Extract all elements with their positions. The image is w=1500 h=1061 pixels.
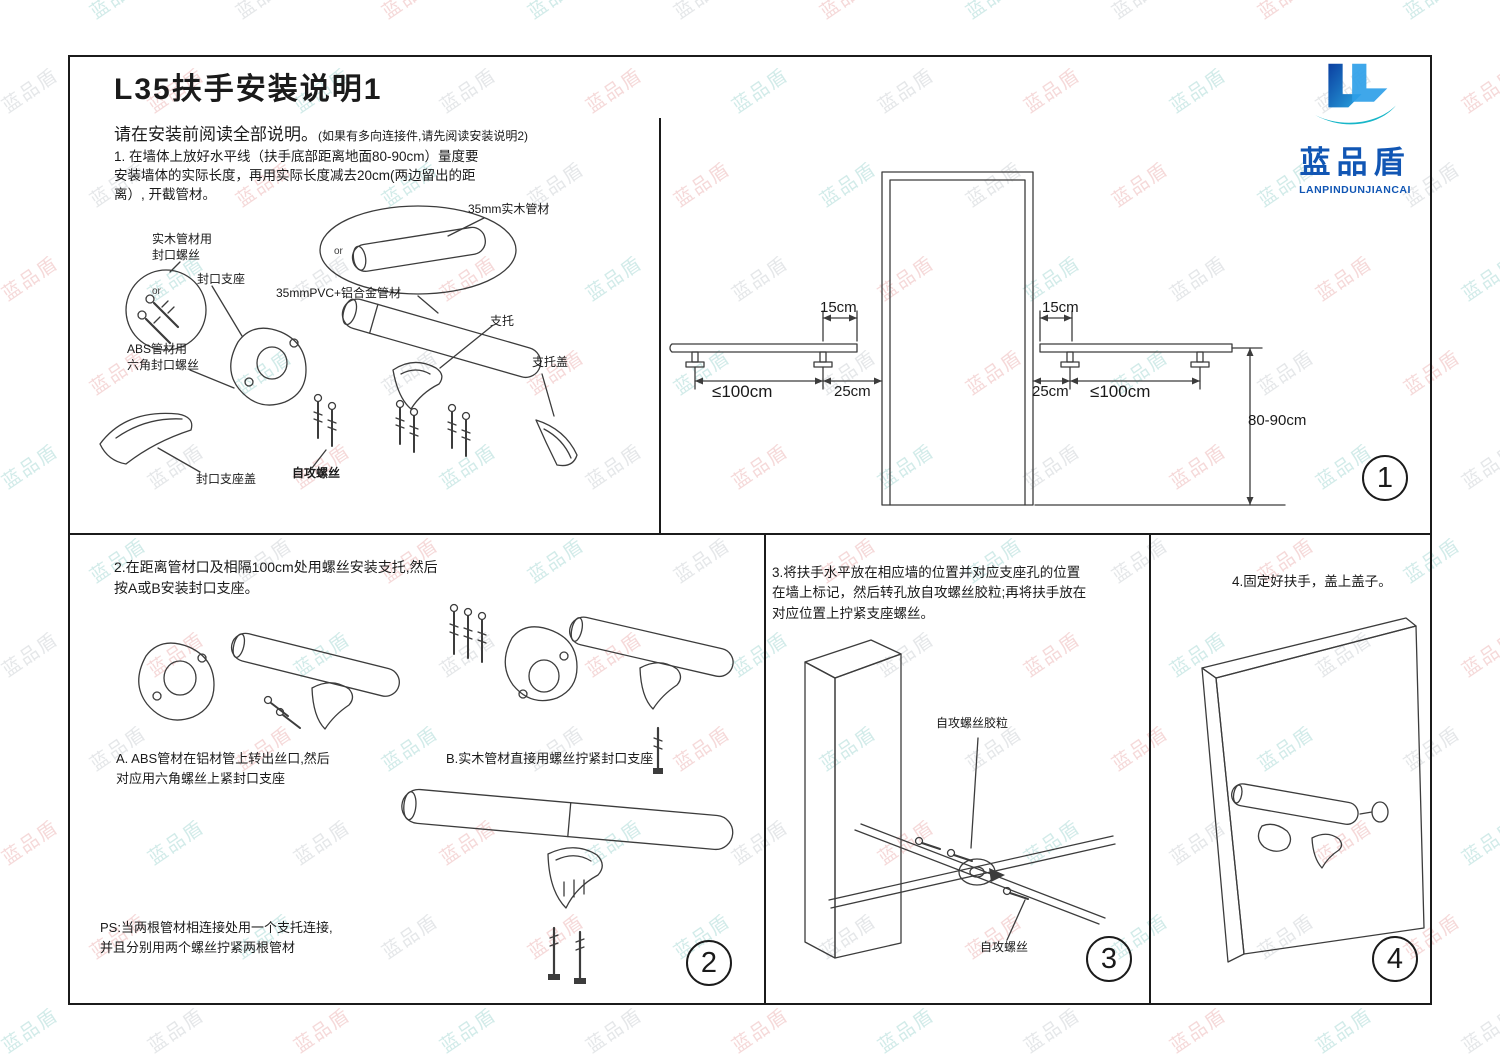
detail-balloon-large bbox=[319, 205, 517, 295]
seal-bracket-drawing bbox=[230, 327, 307, 406]
divider-horizontal bbox=[68, 533, 1432, 535]
handrail-left-drawing bbox=[669, 343, 858, 353]
joint-support-drawing bbox=[547, 847, 603, 909]
label-anchor-plug: 自攻螺丝胶粒 bbox=[936, 716, 1009, 730]
step-number-1: 1 bbox=[1376, 461, 1394, 494]
intro-paragraph: 1. 在墙体上放好水平线（扶手底部距离地面80-90cm）量度要 安装墙体的实际… bbox=[114, 149, 479, 203]
tapping-screws-drawing bbox=[313, 393, 471, 457]
handrail-cross-drawing bbox=[828, 823, 1116, 925]
step-number-4: 4 bbox=[1386, 942, 1404, 975]
step-number-3: 3 bbox=[1100, 942, 1118, 975]
brand-name: 蓝品盾 bbox=[1299, 145, 1411, 180]
screw-b2-drawing bbox=[653, 726, 663, 770]
dim-100cm-left: ≤100cm bbox=[712, 382, 773, 401]
dim-15cm-left: 15cm bbox=[820, 299, 857, 316]
step4-text: 4.固定好扶手，盖上盖子。 bbox=[1232, 574, 1392, 589]
support-a-drawing bbox=[311, 682, 354, 730]
parts-exploded-drawing: or or bbox=[99, 205, 578, 473]
dim-100cm-right: ≤100cm bbox=[1090, 382, 1151, 401]
cover-cap-drawing bbox=[1359, 801, 1389, 823]
part-label-support-cover: 支托盖 bbox=[532, 355, 569, 369]
step-marker-2: 2 bbox=[686, 940, 732, 986]
wall-brackets-drawing bbox=[685, 351, 1210, 368]
part-label-alloy-tube: 35mmPVC+铝合金管材 bbox=[276, 286, 402, 300]
screws-drawing bbox=[914, 836, 1029, 900]
step3-drawing bbox=[804, 639, 1116, 959]
part-label-wood-tube: 35mm实木管材 bbox=[468, 202, 550, 216]
screw-heads bbox=[548, 768, 663, 984]
page-title: L35扶手安装说明1 bbox=[114, 73, 383, 106]
support-drawing bbox=[392, 361, 443, 410]
bracket-a-drawing bbox=[138, 642, 215, 721]
ps-note: PS:当两根管材相连接处用一个支托连接, 并且分别用两个螺丝拧紧两根管材 bbox=[100, 920, 333, 955]
divider-vertical-bottom-1 bbox=[764, 535, 766, 1005]
arrow-marker bbox=[989, 868, 1005, 882]
handrail-right-drawing bbox=[1039, 343, 1233, 353]
dim-25cm-left: 25cm bbox=[834, 383, 871, 400]
step-marker-1: 1 bbox=[1362, 455, 1408, 501]
caption-a: A. ABS管材在铝材管上转出丝口,然后 对应用六角螺丝上紧封口支座 bbox=[116, 751, 330, 786]
dim-height: 80-90cm bbox=[1248, 412, 1307, 429]
divider-vertical-bottom-2 bbox=[1149, 535, 1151, 1005]
bracket-drawing bbox=[1257, 823, 1292, 852]
dimension-arrows bbox=[695, 314, 1254, 505]
step2-text: 2.在距离管材口及相隔100cm处用螺丝安装支托,然后 按A或B安装封口支座。 bbox=[114, 559, 438, 596]
step3-text: 3.将扶手水平放在相应墙的位置并对应支座孔的位置 在墙上标记，然后转孔放自攻螺丝… bbox=[772, 565, 1087, 621]
bracket-b-drawing bbox=[504, 626, 578, 702]
intro-note: (如果有多向连接件,请先阅读安装说明2) bbox=[318, 129, 529, 143]
wall-slab-drawing bbox=[804, 639, 902, 959]
dim-15cm-right: 15cm bbox=[1042, 299, 1079, 316]
part-label-seal-bracket-cover: 封口支座盖 bbox=[196, 472, 257, 486]
step-marker-4: 4 bbox=[1372, 936, 1418, 982]
divider-vertical-top bbox=[659, 118, 661, 533]
part-label-abs-screw: ABS管材用 六角封口螺丝 bbox=[127, 342, 200, 372]
dim-25cm-right: 25cm bbox=[1032, 383, 1069, 400]
support-b-drawing bbox=[639, 662, 682, 710]
part-label-support: 支托 bbox=[490, 314, 515, 328]
joined-tube-drawing bbox=[401, 788, 734, 851]
or-label: or bbox=[334, 246, 344, 257]
tube-a-drawing bbox=[230, 632, 400, 697]
step-number-2: 2 bbox=[700, 946, 718, 979]
step2-drawing bbox=[138, 603, 734, 984]
screws-a-drawing bbox=[263, 695, 301, 729]
wall-installation-drawing bbox=[669, 171, 1286, 506]
support-cover-drawing bbox=[535, 419, 578, 467]
caption-b: B.实木管材直接用螺丝拧紧封口支座 bbox=[446, 751, 654, 766]
alloy-tube-drawing bbox=[341, 298, 542, 379]
part-label-seal-bracket: 封口支座 bbox=[197, 272, 246, 286]
page-border bbox=[68, 55, 1432, 1005]
dimension-lines bbox=[694, 310, 1263, 506]
wood-tube-drawing bbox=[351, 226, 486, 272]
end-cap-drawing bbox=[99, 412, 193, 465]
detail-balloon-small bbox=[125, 269, 207, 351]
brand-logo-icon bbox=[1315, 63, 1396, 125]
support-drawing bbox=[1311, 833, 1343, 869]
tube-b-drawing bbox=[568, 616, 734, 678]
or-label: or bbox=[152, 286, 162, 297]
brand-subtitle: LANPINDUNJIANCAI bbox=[1299, 184, 1411, 196]
wall-slab-drawing bbox=[1201, 617, 1425, 963]
part-label-tapping-screw: 自攻螺丝 bbox=[292, 466, 341, 480]
part-label-wood-seal-screw: 实木管材用 封口螺丝 bbox=[152, 232, 213, 262]
intro-headline: 请在安装前阅读全部说明。 bbox=[114, 125, 318, 144]
intro-text: 请在安装前阅读全部说明。(如果有多向连接件,请先阅读安装说明2) 1. 在墙体上… bbox=[114, 120, 654, 204]
step-marker-3: 3 bbox=[1086, 936, 1132, 982]
joint-screws-drawing bbox=[549, 926, 585, 980]
door-drawing bbox=[881, 171, 1034, 506]
seal-screws-drawing bbox=[137, 294, 180, 345]
brand-logo: 蓝品盾 LANPINDUNJIANCAI bbox=[1276, 58, 1434, 196]
screws-b-drawing bbox=[449, 603, 487, 663]
mounted-handrail-drawing bbox=[1231, 783, 1359, 825]
step4-drawing bbox=[1201, 617, 1425, 963]
label-self-tapping-screw: 自攻螺丝 bbox=[980, 940, 1029, 954]
